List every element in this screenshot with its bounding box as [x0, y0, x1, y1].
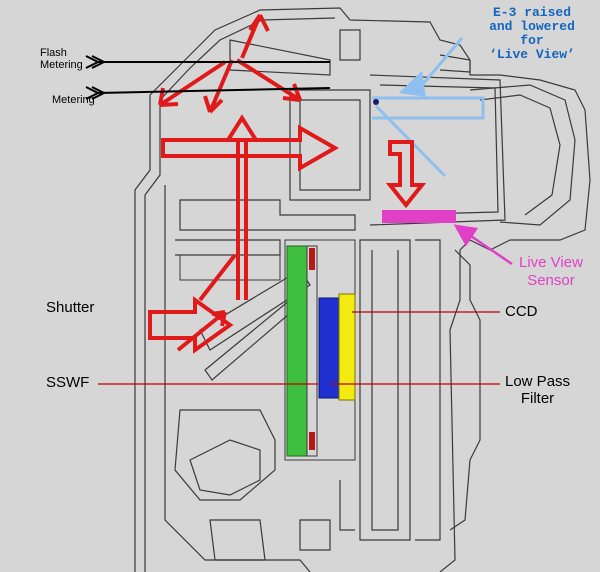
low-pass-filter-line-2: Filter: [520, 390, 555, 407]
note-pointer-arrow: [398, 37, 464, 97]
metering-arrows: [85, 55, 331, 100]
sswf-red-accent-bottom: [309, 432, 315, 450]
camera-body-outline: [134, 7, 591, 572]
sswf-label: SSWF: [46, 374, 90, 391]
mirror-up-arrow: [224, 114, 260, 300]
e3-note-line-1: E-3 raised: [492, 5, 571, 20]
live-view-pointer-arrow: [453, 224, 513, 266]
shutter-arrow: [148, 296, 234, 354]
metering-label: Metering: [52, 94, 95, 106]
mirror-diagonal-arrow: [198, 253, 237, 302]
prism-diagonal-arrow-2: [203, 59, 234, 114]
shutter-label: Shutter: [46, 299, 95, 316]
prism-diagonal-arrow-4: [240, 13, 270, 59]
e3-live-view-note: E-3 raised and lowered for ‘Live View’: [470, 6, 594, 62]
sswf-plate: [286, 245, 308, 457]
e3-note-line-4: ‘Live View’: [489, 47, 575, 62]
ccd-plate: [318, 297, 340, 399]
flash-metering-label: Flash Metering: [40, 47, 83, 71]
label-pointer-lines: [98, 311, 500, 385]
live-view-sensor-label: Live View Sensor: [519, 254, 583, 290]
sswf-red-accent-top: [309, 248, 315, 270]
e3-note-line-3: for: [520, 33, 544, 48]
low-pass-filter-line-1: Low Pass: [505, 373, 571, 390]
live-view-sensor-line-1: Live View: [519, 254, 583, 271]
viewfinder-arrow: [161, 124, 340, 172]
live-view-down-arrow: [385, 140, 427, 209]
live-view-sensor-line-2: Sensor: [527, 272, 575, 289]
prism-diagonal-arrow-3: [235, 58, 302, 102]
ccd-label: CCD: [505, 303, 538, 320]
sensor-stack: [286, 245, 356, 457]
light-path-arrows: [148, 13, 427, 354]
e3-note-line-2: and lowered: [489, 19, 575, 34]
live-view-sensor-bar: [382, 210, 456, 223]
flash-metering-line-2: Metering: [40, 59, 83, 71]
sswf-frame: [306, 245, 318, 457]
sensor-diagonal-arrow: [176, 310, 227, 352]
low-pass-filter-label: Low Pass Filter: [505, 373, 570, 407]
mirror-position-arrow: [372, 96, 485, 178]
flash-metering-line-1: Flash: [40, 47, 67, 59]
low-pass-plate: [338, 293, 356, 401]
